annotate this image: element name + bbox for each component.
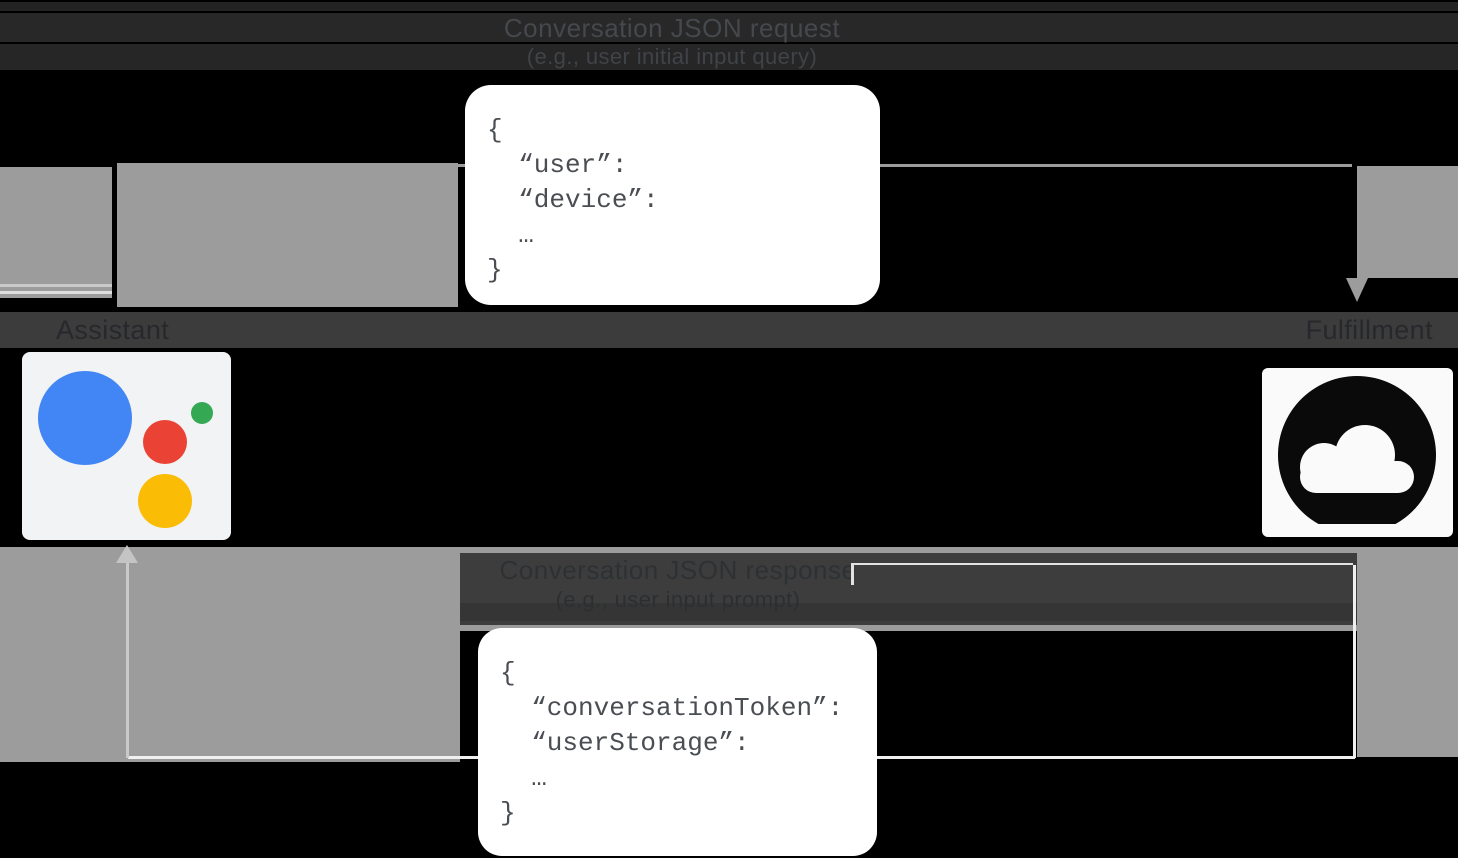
fulfillment-node (1262, 368, 1453, 537)
cloud-icon (1278, 376, 1436, 524)
request-arrow-band-left (0, 167, 112, 298)
code-line: { (500, 658, 516, 688)
response-band-divider (460, 625, 1357, 631)
fulfillment-label: Fulfillment (1305, 315, 1433, 345)
response-arrow-line-right (1353, 565, 1356, 758)
code-line: “user”: (487, 150, 628, 180)
google-assistant-logo-green-dot (191, 402, 213, 424)
response-json-code: { “conversationToken”: “userStorage”: … … (500, 656, 867, 831)
response-arrowhead-up-icon (116, 545, 138, 563)
response-arrow-band-left (0, 547, 460, 762)
code-line: “device”: (487, 185, 659, 215)
assistant-node (22, 352, 231, 540)
code-line: … (500, 763, 547, 793)
response-title-backdrop-stripe (460, 603, 1357, 621)
response-arrow-line-left (126, 562, 129, 758)
google-assistant-logo-red-dot (143, 420, 187, 464)
request-json-code: { “user”: “device”: … } (487, 113, 870, 288)
response-arrow-band-right (1357, 547, 1458, 757)
request-title-backdrop (0, 13, 1458, 42)
response-box-connector-line (853, 563, 1353, 565)
request-arrow-band-highlight (0, 284, 112, 287)
code-line: “conversationToken”: (500, 693, 844, 723)
code-line: } (500, 798, 516, 828)
request-arrow-band-right (1357, 166, 1458, 278)
response-box-connector-corner (851, 563, 854, 585)
assistant-label: Assistant (56, 315, 170, 345)
response-subtitle: (e.g., user input prompt) (555, 587, 801, 612)
code-line: “userStorage”: (500, 728, 750, 758)
top-stripe (0, 2, 1458, 11)
node-label-band (0, 312, 1458, 348)
request-title: Conversation JSON request (503, 13, 841, 43)
request-json-box: { “user”: “device”: … } (465, 85, 880, 305)
request-subtitle: (e.g., user initial input query) (526, 44, 818, 69)
request-subtitle-backdrop (0, 44, 1458, 70)
request-arrowhead-down-icon (1346, 278, 1368, 302)
code-line: } (487, 255, 503, 285)
response-title: Conversation JSON response (499, 555, 857, 585)
response-json-box: { “conversationToken”: “userStorage”: … … (478, 628, 877, 856)
request-arrow-band-mid (117, 163, 458, 307)
request-arrow-line (458, 164, 1352, 167)
code-line: … (487, 220, 534, 250)
google-assistant-logo-blue-dot (38, 371, 132, 465)
request-arrow-band-highlight (0, 291, 112, 294)
response-arrow-band-top (0, 547, 1458, 553)
google-assistant-logo-yellow-dot (138, 474, 192, 528)
code-line: { (487, 115, 503, 145)
